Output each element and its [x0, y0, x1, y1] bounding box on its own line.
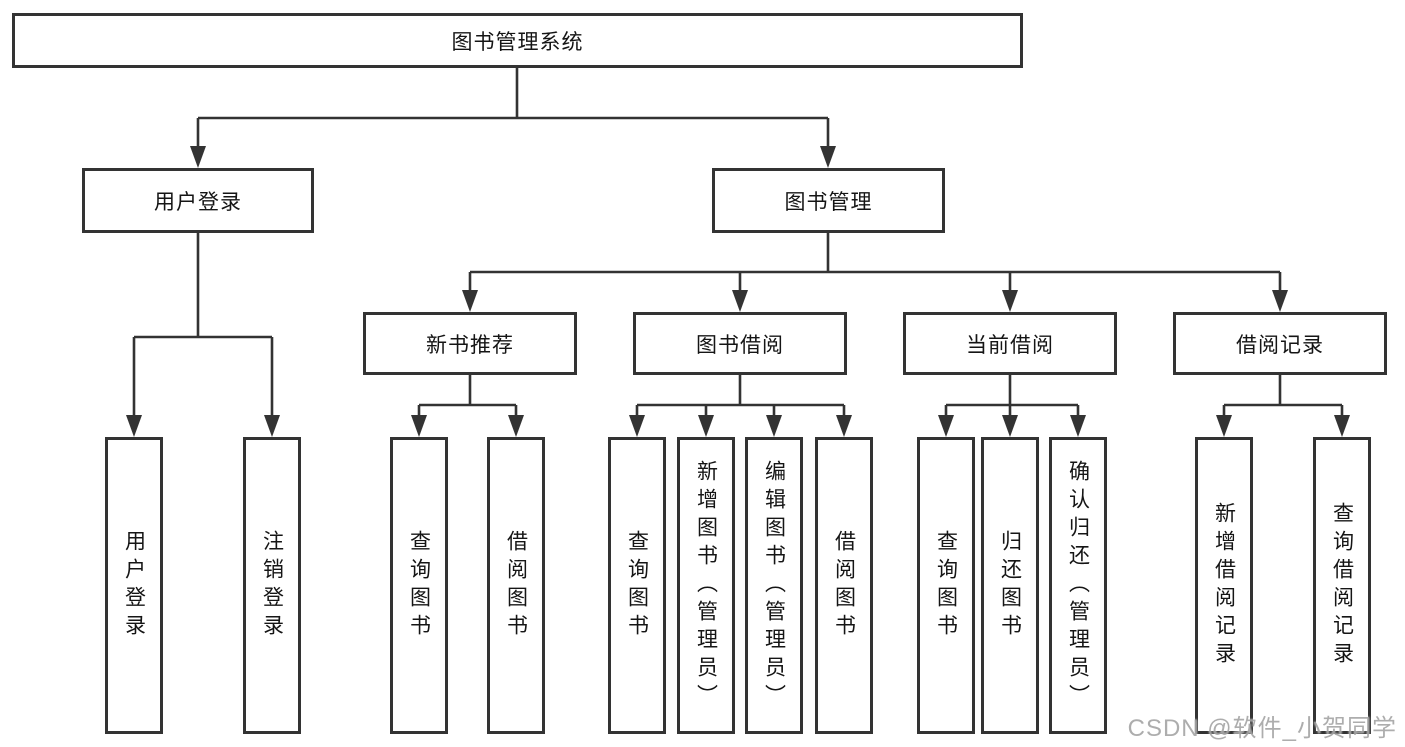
node-label: 图书管理系统	[451, 30, 584, 54]
node-label: 归还图书	[998, 529, 1022, 642]
leaf-user-login: 用户登录	[105, 437, 163, 734]
node-label: 查询图书	[407, 529, 431, 642]
node-label: 借阅图书	[504, 529, 528, 642]
leaf-logout: 注销登录	[243, 437, 301, 734]
node-label: 注销登录	[260, 529, 284, 642]
node-label: 用户登录	[154, 190, 242, 214]
leaf-query-borrow-record: 查询借阅记录	[1313, 437, 1371, 734]
leaf-query-books-borrowing: 查询图书	[608, 437, 666, 734]
node-label: 编辑图书（管理员）	[762, 459, 786, 712]
node-user-login: 用户登录	[82, 168, 314, 233]
leaf-borrow-books-borrowing: 借阅图书	[815, 437, 873, 734]
node-book-borrowing: 图书借阅	[633, 312, 847, 375]
node-label: 新增借阅记录	[1212, 501, 1236, 670]
leaf-return-books: 归还图书	[981, 437, 1039, 734]
node-label: 当前借阅	[966, 333, 1054, 357]
leaf-borrow-books-recommend: 借阅图书	[487, 437, 545, 734]
arrowhead-icons	[126, 146, 1350, 437]
node-label: 借阅记录	[1236, 333, 1324, 357]
node-new-book-recommendation: 新书推荐	[363, 312, 577, 375]
node-label: 用户登录	[122, 529, 146, 642]
node-label: 借阅图书	[832, 529, 856, 642]
node-label: 查询图书	[625, 529, 649, 642]
node-label: 确认归还（管理员）	[1066, 459, 1090, 712]
leaf-query-books-current: 查询图书	[917, 437, 975, 734]
node-label: 查询图书	[934, 529, 958, 642]
node-label: 图书管理	[784, 190, 873, 214]
leaf-edit-book-admin: 编辑图书（管理员）	[745, 437, 803, 734]
leaf-query-books-recommend: 查询图书	[390, 437, 448, 734]
leaf-add-book-admin: 新增图书（管理员）	[677, 437, 735, 734]
node-borrowing-records: 借阅记录	[1173, 312, 1387, 375]
node-label: 新增图书（管理员）	[694, 459, 718, 712]
node-library-management-system: 图书管理系统	[12, 13, 1023, 68]
node-label: 查询借阅记录	[1330, 501, 1354, 670]
leaf-confirm-return-admin: 确认归还（管理员）	[1049, 437, 1107, 734]
csdn-watermark: CSDN @软件_小贺同学	[1127, 715, 1397, 742]
node-label: 图书借阅	[696, 333, 784, 357]
node-label: 新书推荐	[426, 333, 514, 357]
node-book-management: 图书管理	[712, 168, 945, 233]
leaf-add-borrow-record: 新增借阅记录	[1195, 437, 1253, 734]
node-current-borrowing: 当前借阅	[903, 312, 1117, 375]
